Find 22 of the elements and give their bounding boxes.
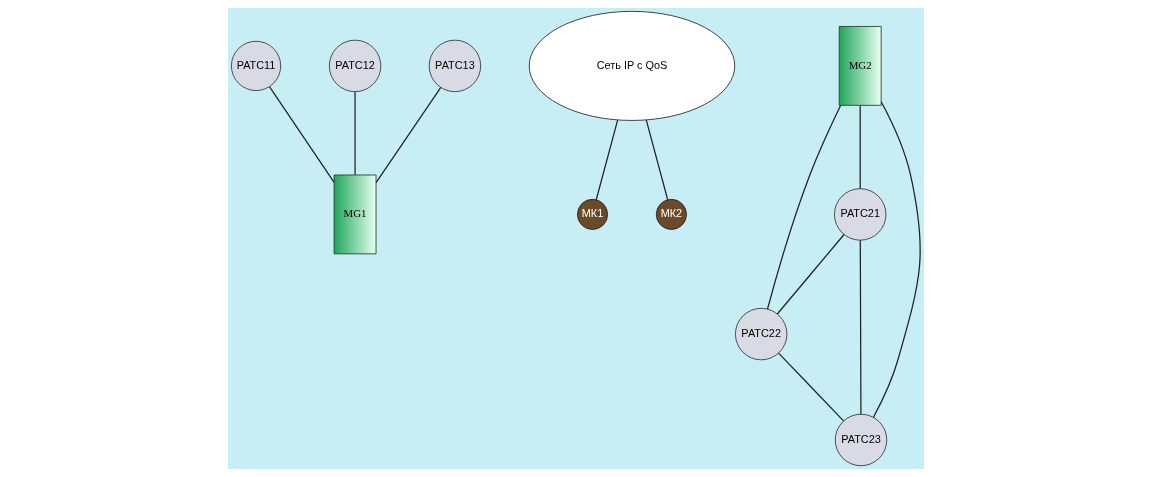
node-circle: МК1 [577, 198, 609, 230]
connector [766, 104, 842, 310]
connector [776, 233, 845, 315]
connector [859, 239, 862, 415]
connector [859, 105, 861, 190]
connector [269, 86, 335, 184]
connector [354, 91, 356, 176]
node-circle: РАТС13 [428, 39, 482, 93]
node-circle: РАТС22 [735, 307, 788, 361]
node-box: MG1 [333, 174, 377, 255]
connector [375, 86, 442, 184]
node-circle: РАТС21 [834, 188, 887, 241]
node-circle: РАТС23 [834, 413, 888, 467]
connector [645, 119, 669, 201]
node-circle: РАТС12 [328, 39, 382, 93]
connector [595, 119, 619, 201]
node-circle: МК2 [655, 198, 687, 230]
connector [777, 352, 845, 422]
node-ellipse: Сеть IP с QoS [528, 10, 736, 121]
connector [872, 101, 921, 418]
node-box: MG2 [838, 26, 882, 106]
node-circle: РАТС11 [231, 40, 282, 91]
